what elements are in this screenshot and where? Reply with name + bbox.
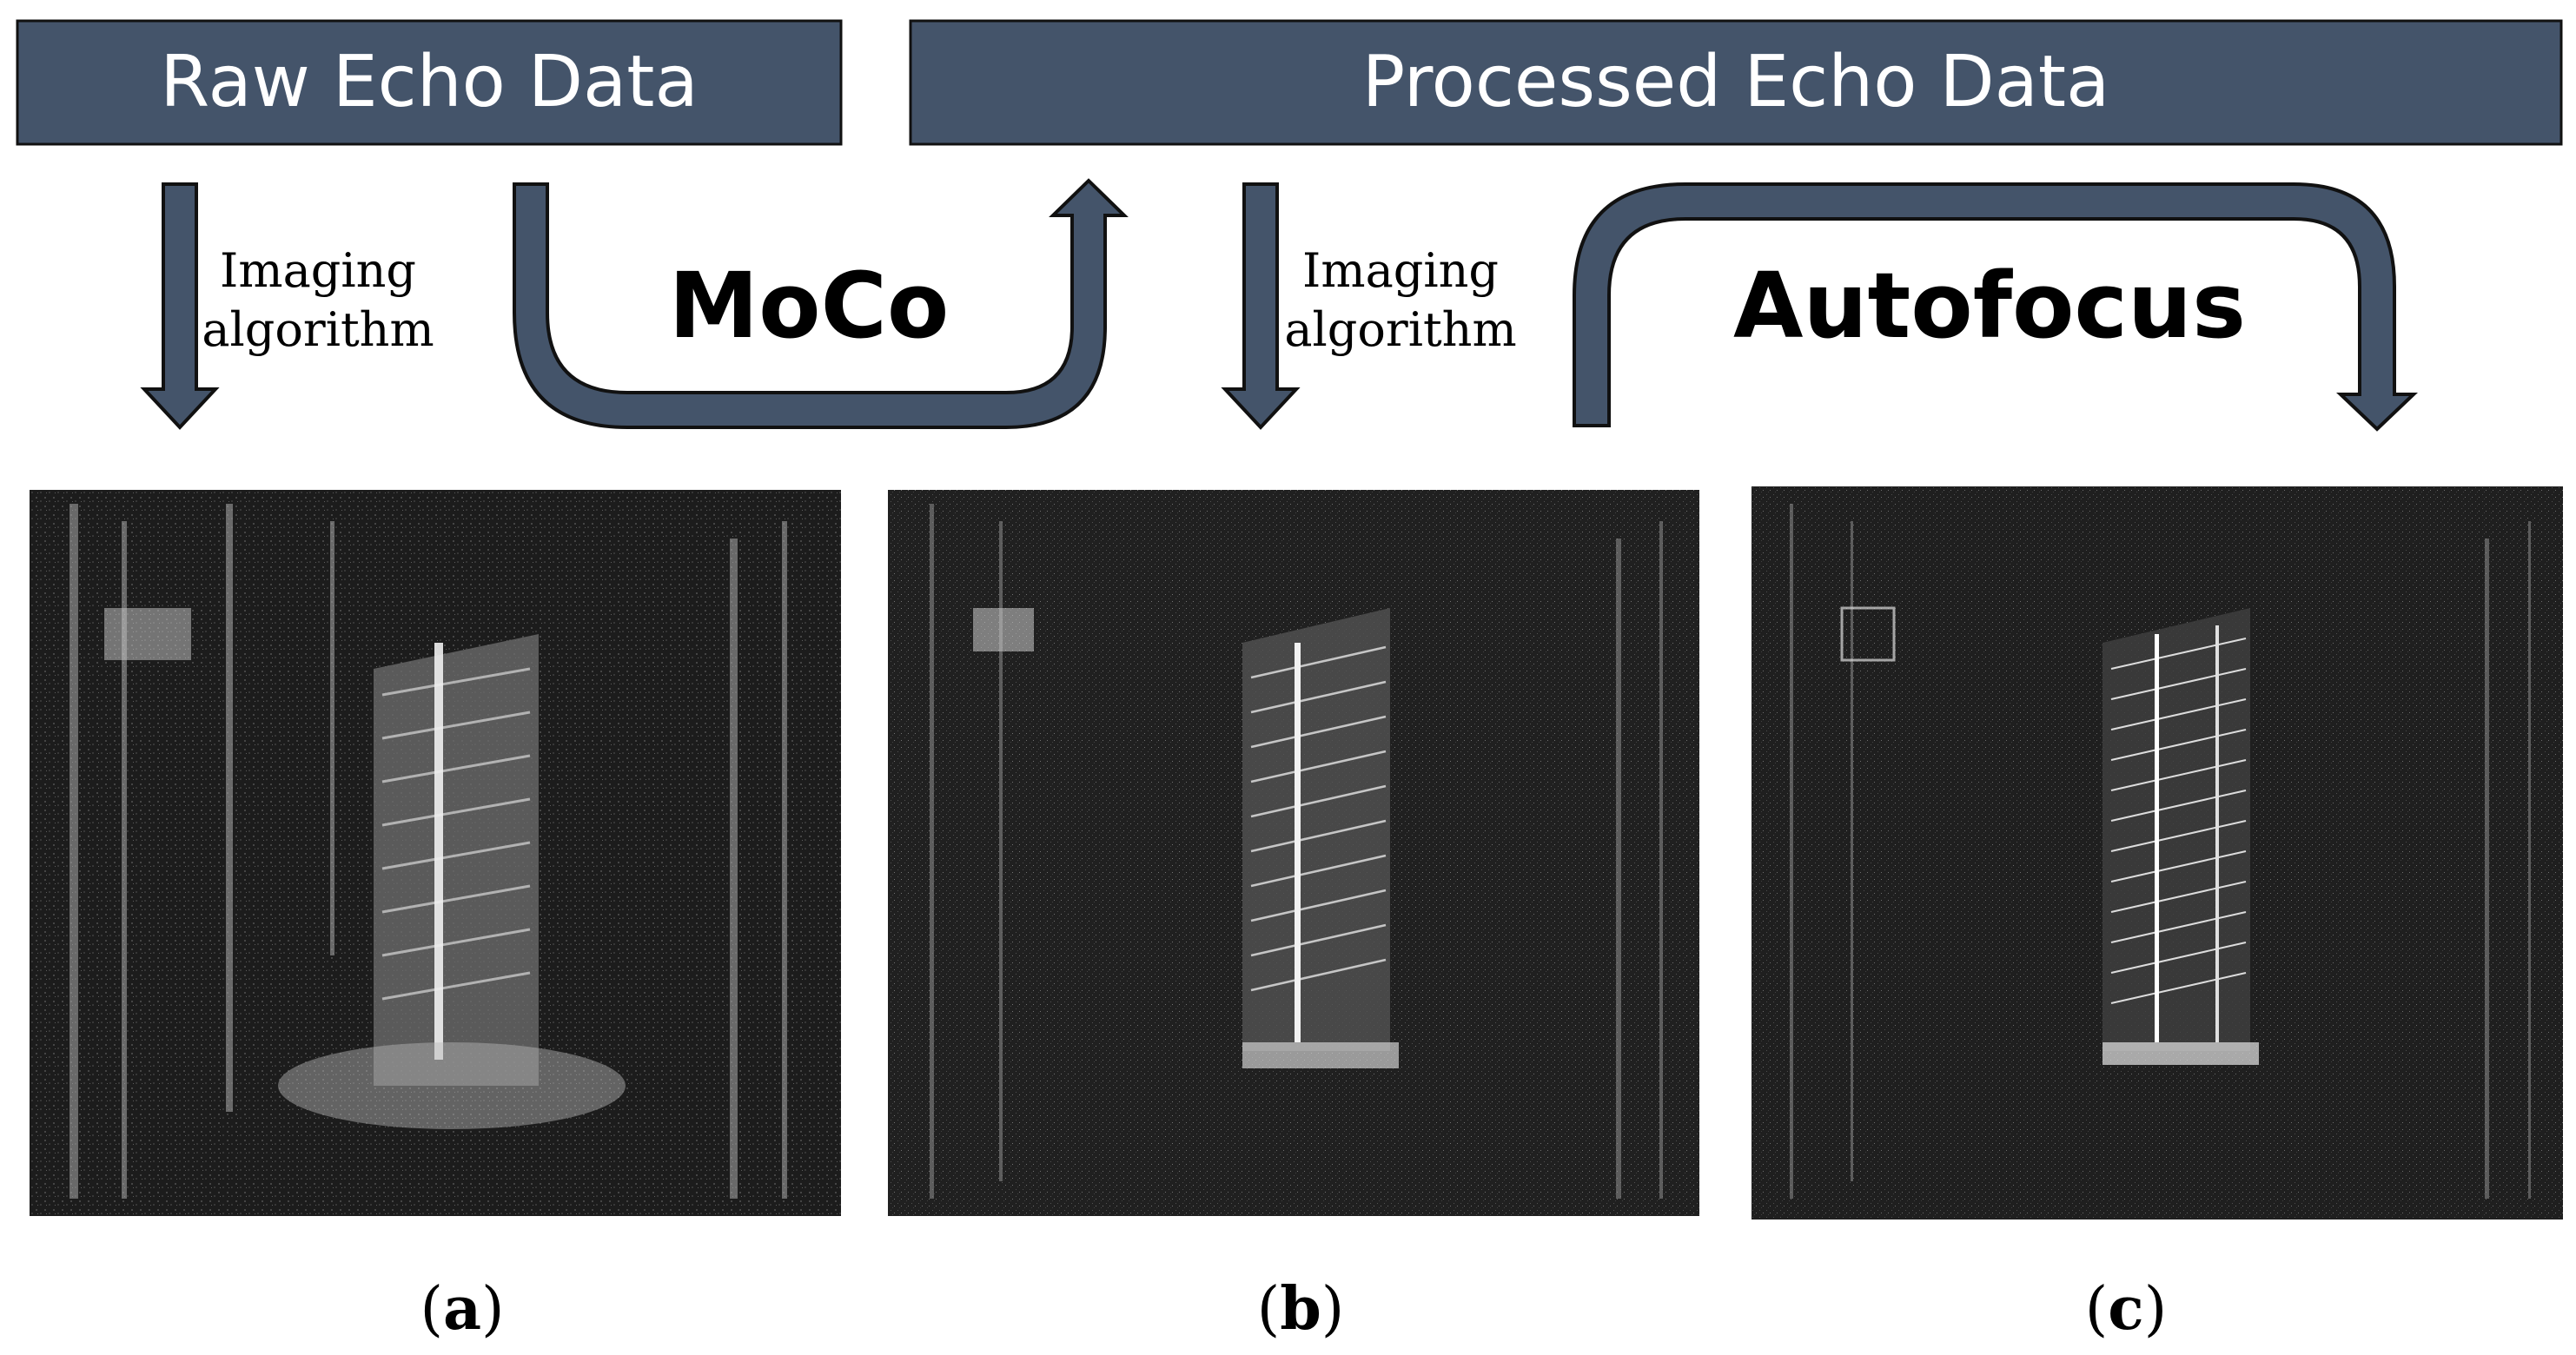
down-arrow-icon <box>1221 182 1301 430</box>
caption-c: (c) <box>2085 1274 2167 1344</box>
raw-echo-data-label: Raw Echo Data <box>160 41 698 123</box>
moco-u-arrow-icon <box>513 178 1129 429</box>
processed-echo-data-banner: Processed Echo Data <box>909 19 2563 146</box>
imaging-algorithm-label-b-line2: algorithm <box>1284 302 1516 357</box>
moco-label: MoCo <box>669 253 950 359</box>
caption-b: (b) <box>1257 1274 1345 1344</box>
autofocus-n-arrow-icon <box>1573 182 2418 432</box>
down-arrow-icon <box>140 182 220 430</box>
sar-image-a <box>30 490 841 1216</box>
imaging-algorithm-label-a-line1: Imaging <box>220 243 416 298</box>
sar-image-b <box>888 490 1699 1216</box>
sar-image-c <box>1752 486 2563 1220</box>
autofocus-label: Autofocus <box>1733 253 2246 359</box>
raw-echo-data-banner: Raw Echo Data <box>16 19 843 146</box>
processed-echo-data-label: Processed Echo Data <box>1362 41 2110 123</box>
caption-a: (a) <box>420 1274 504 1344</box>
imaging-algorithm-label-a-line2: algorithm <box>202 302 434 357</box>
imaging-algorithm-label-b-line1: Imaging <box>1302 243 1499 298</box>
